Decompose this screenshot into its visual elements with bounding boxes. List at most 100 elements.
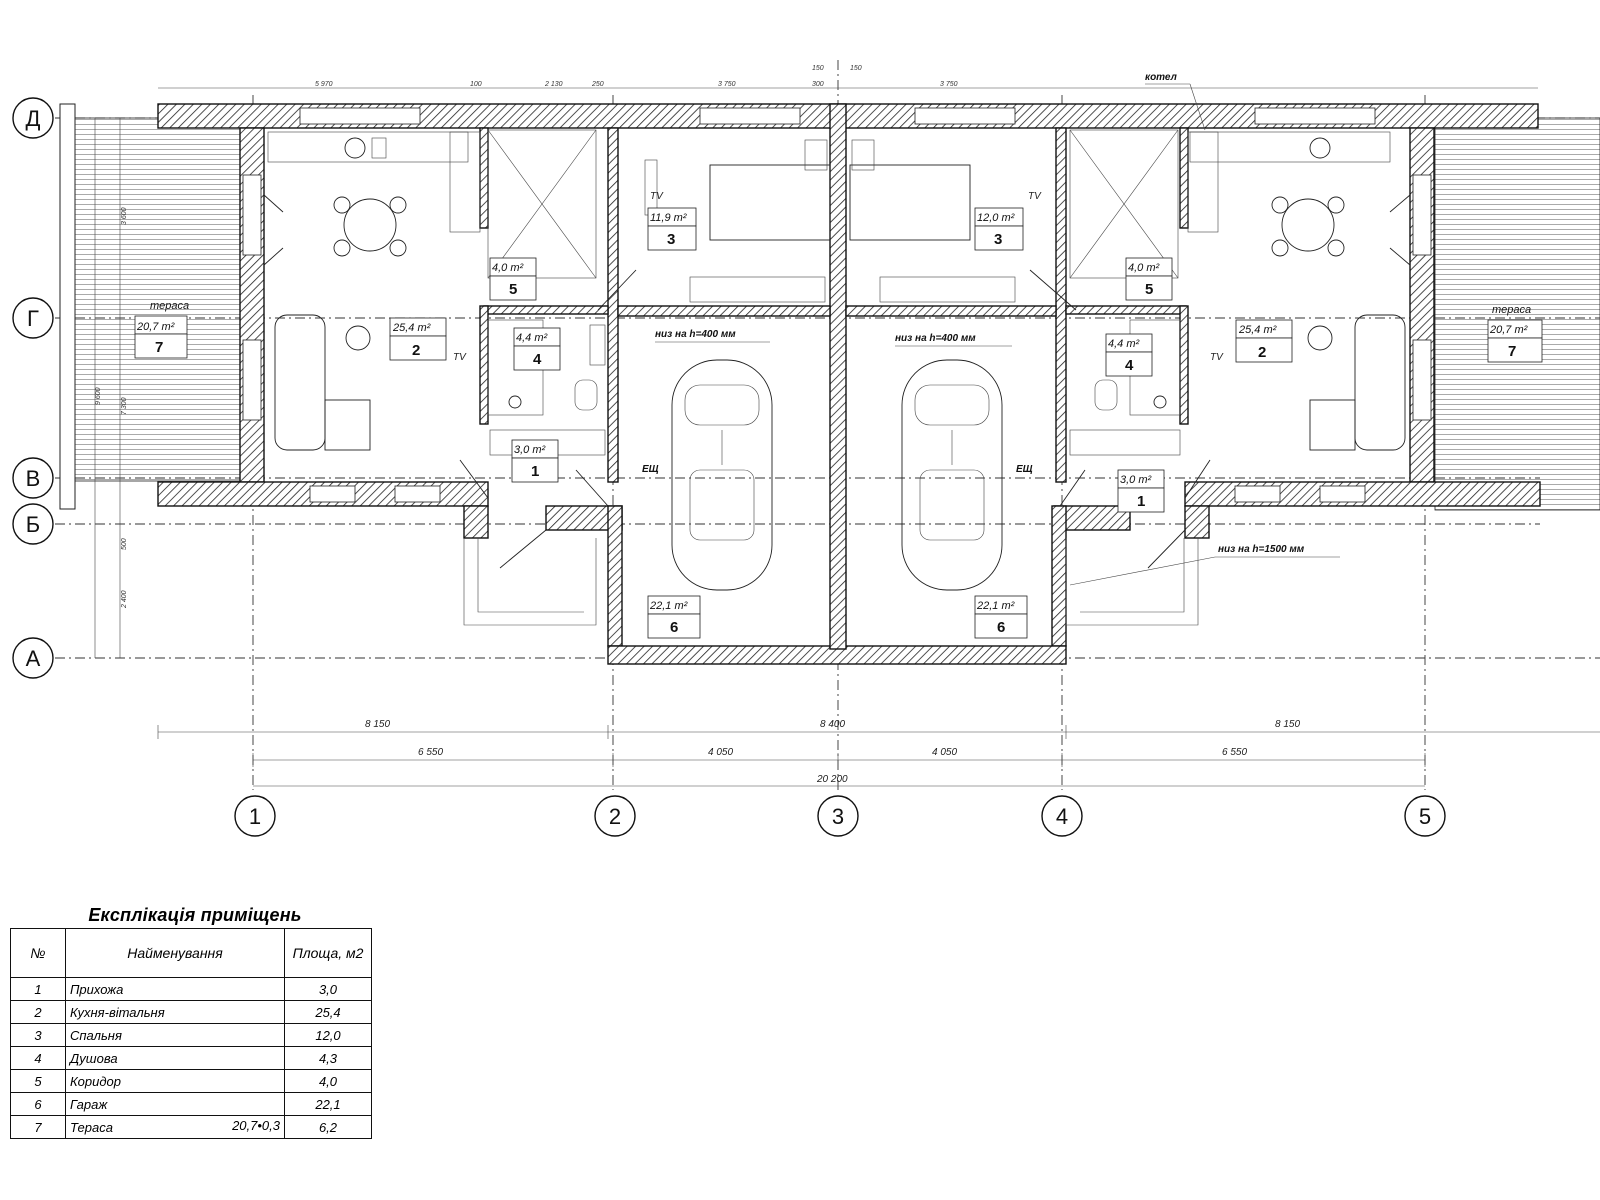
dim-top-9: 3 750 (940, 81, 958, 88)
shower-area-right: 4,4 m² (1108, 338, 1140, 350)
note-esh-right: ЕЩ (1016, 464, 1033, 475)
terrace-area-right: 20,7 m² (1489, 324, 1528, 336)
header-name: Найменування (65, 928, 285, 978)
table-row: 2 Кухня-вітальня 25,4 (10, 1000, 372, 1024)
note-esh-left: ЕЩ (642, 464, 659, 475)
living-num-left: 2 (412, 342, 420, 359)
axis-letter-g: Г (27, 306, 39, 331)
windows (242, 107, 1432, 503)
row-name-text: Душова (70, 1050, 118, 1066)
row-name: Кухня-вітальня (65, 1000, 285, 1024)
axis-letter-a: А (26, 646, 41, 671)
dim-top-5: 3 750 (718, 81, 736, 88)
dim-top-3: 2 130 (544, 81, 563, 88)
header-num: № (10, 928, 66, 978)
axis-letter-v: В (26, 466, 41, 491)
row-name-extra: 20,7•0,3 (232, 1118, 280, 1133)
table-row: 1 Прихожа 3,0 (10, 977, 372, 1001)
bedroom-num-right: 3 (994, 231, 1002, 248)
table-row: 5 Коридор 4,0 (10, 1069, 372, 1093)
terrace-num-left: 7 (155, 339, 163, 356)
dim-bottom-total: 20 200 (816, 774, 848, 785)
garage-area-right: 22,1 m² (976, 600, 1015, 612)
corridor-num-left: 5 (509, 281, 517, 298)
dim-bottom-r1-1: 8 150 (365, 719, 390, 730)
row-area: 4,0 (284, 1069, 372, 1093)
corridor-area-right: 4,0 m² (1128, 262, 1160, 274)
axis-number-2: 2 (609, 804, 621, 829)
dim-left-5: 500 (121, 538, 128, 550)
furniture-right (849, 129, 1406, 591)
row-name-text: Кухня-вітальня (70, 1004, 165, 1020)
row-name-text: Коридор (70, 1073, 121, 1089)
axis-letter-d: Д (26, 106, 41, 131)
terrace-num-right: 7 (1508, 343, 1516, 360)
shower-area-left: 4,4 m² (516, 332, 548, 344)
hall-area-left: 3,0 m² (514, 444, 546, 456)
door-swings (263, 194, 1411, 569)
dim-bottom-r1-3: 8 150 (1275, 719, 1300, 730)
row-num: 5 (10, 1069, 66, 1093)
row-name: Душова (65, 1046, 285, 1070)
bedroom-num-left: 3 (667, 231, 675, 248)
row-area: 25,4 (284, 1000, 372, 1024)
dim-bottom-r1-2: 8 400 (820, 719, 845, 730)
dim-bottom-r2-1: 6 550 (418, 747, 443, 758)
dim-top-4: 250 (591, 81, 604, 88)
row-num: 3 (10, 1023, 66, 1047)
dim-left-2: 9 600 (95, 387, 102, 405)
axis-bubbles-letters: Д Г В Б А (12, 97, 54, 679)
bedroom-area-right: 12,0 m² (977, 212, 1015, 224)
dim-left-4: 2 400 (121, 590, 128, 609)
row-num: 4 (10, 1046, 66, 1070)
shower-num-left: 4 (533, 351, 542, 368)
note-low-400-left: низ на h=400 мм (655, 329, 736, 340)
row-name: Гараж (65, 1092, 285, 1116)
room-labels-left: тераса 20,7 m² 7 25,4 m² 2 11,9 m² 3 4,0… (136, 207, 701, 639)
room-labels-right: тераса 20,7 m² 7 25,4 m² 2 12,0 m² 3 4,0… (974, 207, 1531, 639)
room-schedule: Експлікація приміщень № Найменування Пло… (10, 905, 380, 1139)
row-name: Коридор (65, 1069, 285, 1093)
table-row: 6 Гараж 22,1 (10, 1092, 372, 1116)
row-area: 3,0 (284, 977, 372, 1001)
axis-grid-lines (55, 60, 1600, 790)
floor-plan-drawing: тераса 20,7 m² 7 25,4 m² 2 11,9 m² 3 4,0… (12, 60, 1600, 837)
terrace-label-left: тераса (150, 300, 189, 312)
row-area: 22,1 (284, 1092, 372, 1116)
schedule-table: № Найменування Площа, м2 1 Прихожа 3,0 2… (10, 928, 372, 1139)
row-num: 1 (10, 977, 66, 1001)
label-boiler: котел (1145, 72, 1178, 83)
row-num: 6 (10, 1092, 66, 1116)
corridor-num-right: 5 (1145, 281, 1153, 298)
row-name: Спальня (65, 1023, 285, 1047)
row-name: Тераса 20,7•0,3 (65, 1115, 285, 1139)
dim-top-1: 5 970 (315, 81, 333, 88)
table-row: 3 Спальня 12,0 (10, 1023, 372, 1047)
note-low-400-right: низ на h=400 мм (895, 333, 976, 344)
garage-area-left: 22,1 m² (649, 600, 688, 612)
left-dimensions: 3 600 9 600 7 300 2 400 500 (94, 118, 128, 658)
axis-number-5: 5 (1419, 804, 1431, 829)
tv-label-left: TV (453, 352, 467, 363)
corridor-area-left: 4,0 m² (492, 262, 524, 274)
dim-left-3: 7 300 (121, 397, 128, 415)
terrace-right (1434, 117, 1600, 511)
row-name-text: Прихожа (70, 981, 124, 997)
row-area: 6,2 (284, 1115, 372, 1139)
terrace-area-left: 20,7 m² (136, 321, 175, 333)
terrace-label-right: тераса (1492, 304, 1531, 316)
axis-bubbles-numbers: 1 2 3 4 5 (234, 795, 1446, 837)
row-area: 12,0 (284, 1023, 372, 1047)
note-low-1500: низ на h=1500 мм (1218, 544, 1305, 555)
canopy-outlines (463, 538, 1199, 626)
dim-bottom-r2-3: 4 050 (932, 747, 957, 758)
hall-area-right: 3,0 m² (1120, 474, 1152, 486)
row-name: Прихожа (65, 977, 285, 1001)
row-name-text: Спальня (70, 1027, 122, 1043)
dim-left-1: 3 600 (121, 207, 128, 225)
tv-label-bedroom-left: TV (650, 191, 664, 202)
hall-num-right: 1 (1137, 493, 1145, 510)
row-name-text: Тераса (70, 1119, 113, 1135)
row-name-text: Гараж (70, 1096, 108, 1112)
annotations: низ на h=400 мм низ на h=400 мм низ на h… (453, 191, 1340, 586)
